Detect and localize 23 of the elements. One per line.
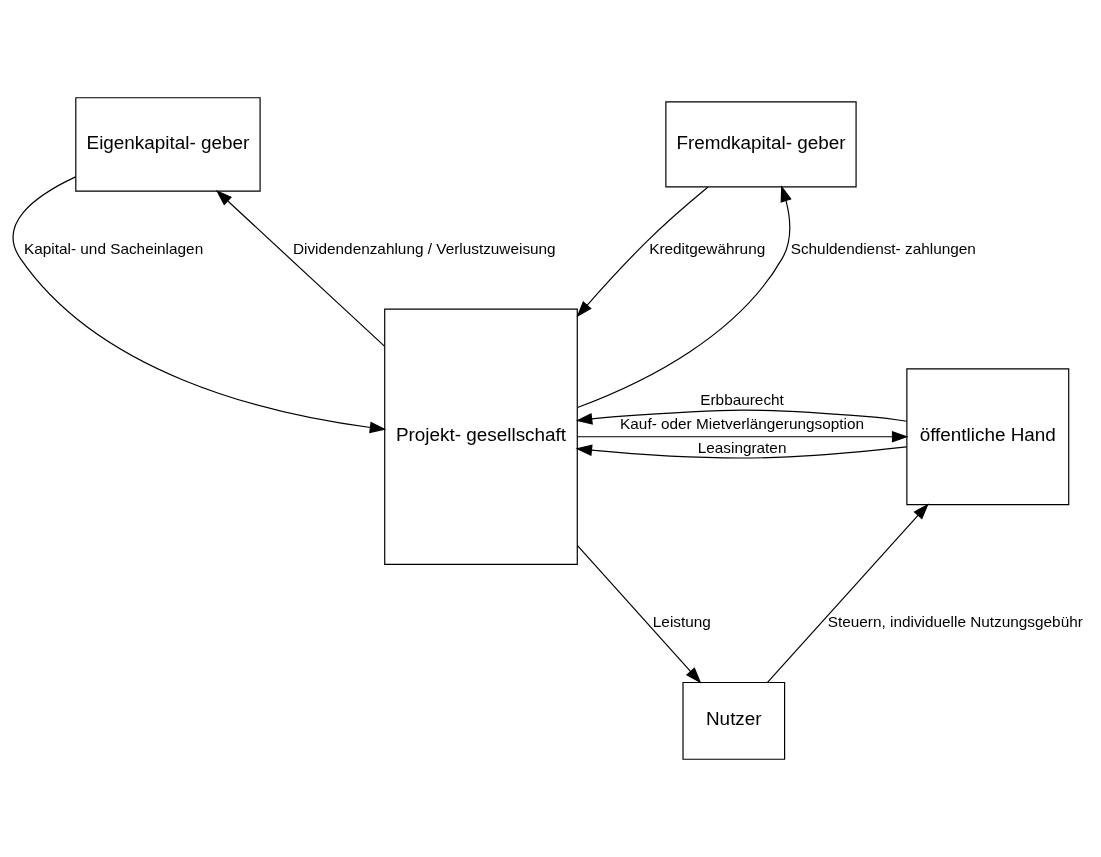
edge-label: Leasingraten [697, 438, 787, 456]
edge-label: Kreditgewährung [649, 240, 766, 258]
node-box: Nutzer [682, 681, 786, 760]
arrow [576, 544, 702, 684]
arrow [575, 409, 908, 425]
node-box: Eigenkapital- geber [75, 97, 261, 192]
edge-label: Dividendenzahlung / Verlustzuweisung [292, 240, 556, 258]
edge-label: Kauf- oder Mietverlängerungsoption [620, 414, 865, 432]
arrow [576, 186, 709, 318]
edge-label: Kapital- und Sacheinlagen [24, 240, 204, 258]
node-box: öffentliche Hand [906, 368, 1070, 506]
node-box: Fremdkapital- geber [665, 101, 857, 188]
node-box: Projekt- gesellschaft [384, 308, 578, 565]
edge-label: Leistung [652, 613, 711, 631]
arrow [766, 503, 929, 683]
arrow [12, 176, 387, 434]
arrow [575, 444, 908, 459]
arrow [576, 185, 792, 409]
arrow [576, 430, 909, 443]
edge-label: Schuldendienst- zahlungen [790, 240, 976, 258]
edge-label: Erbbaurecht [700, 391, 784, 409]
edge-label: Steuern, individuelle Nutzungsgebühr [827, 613, 1083, 631]
arrow [215, 190, 385, 347]
